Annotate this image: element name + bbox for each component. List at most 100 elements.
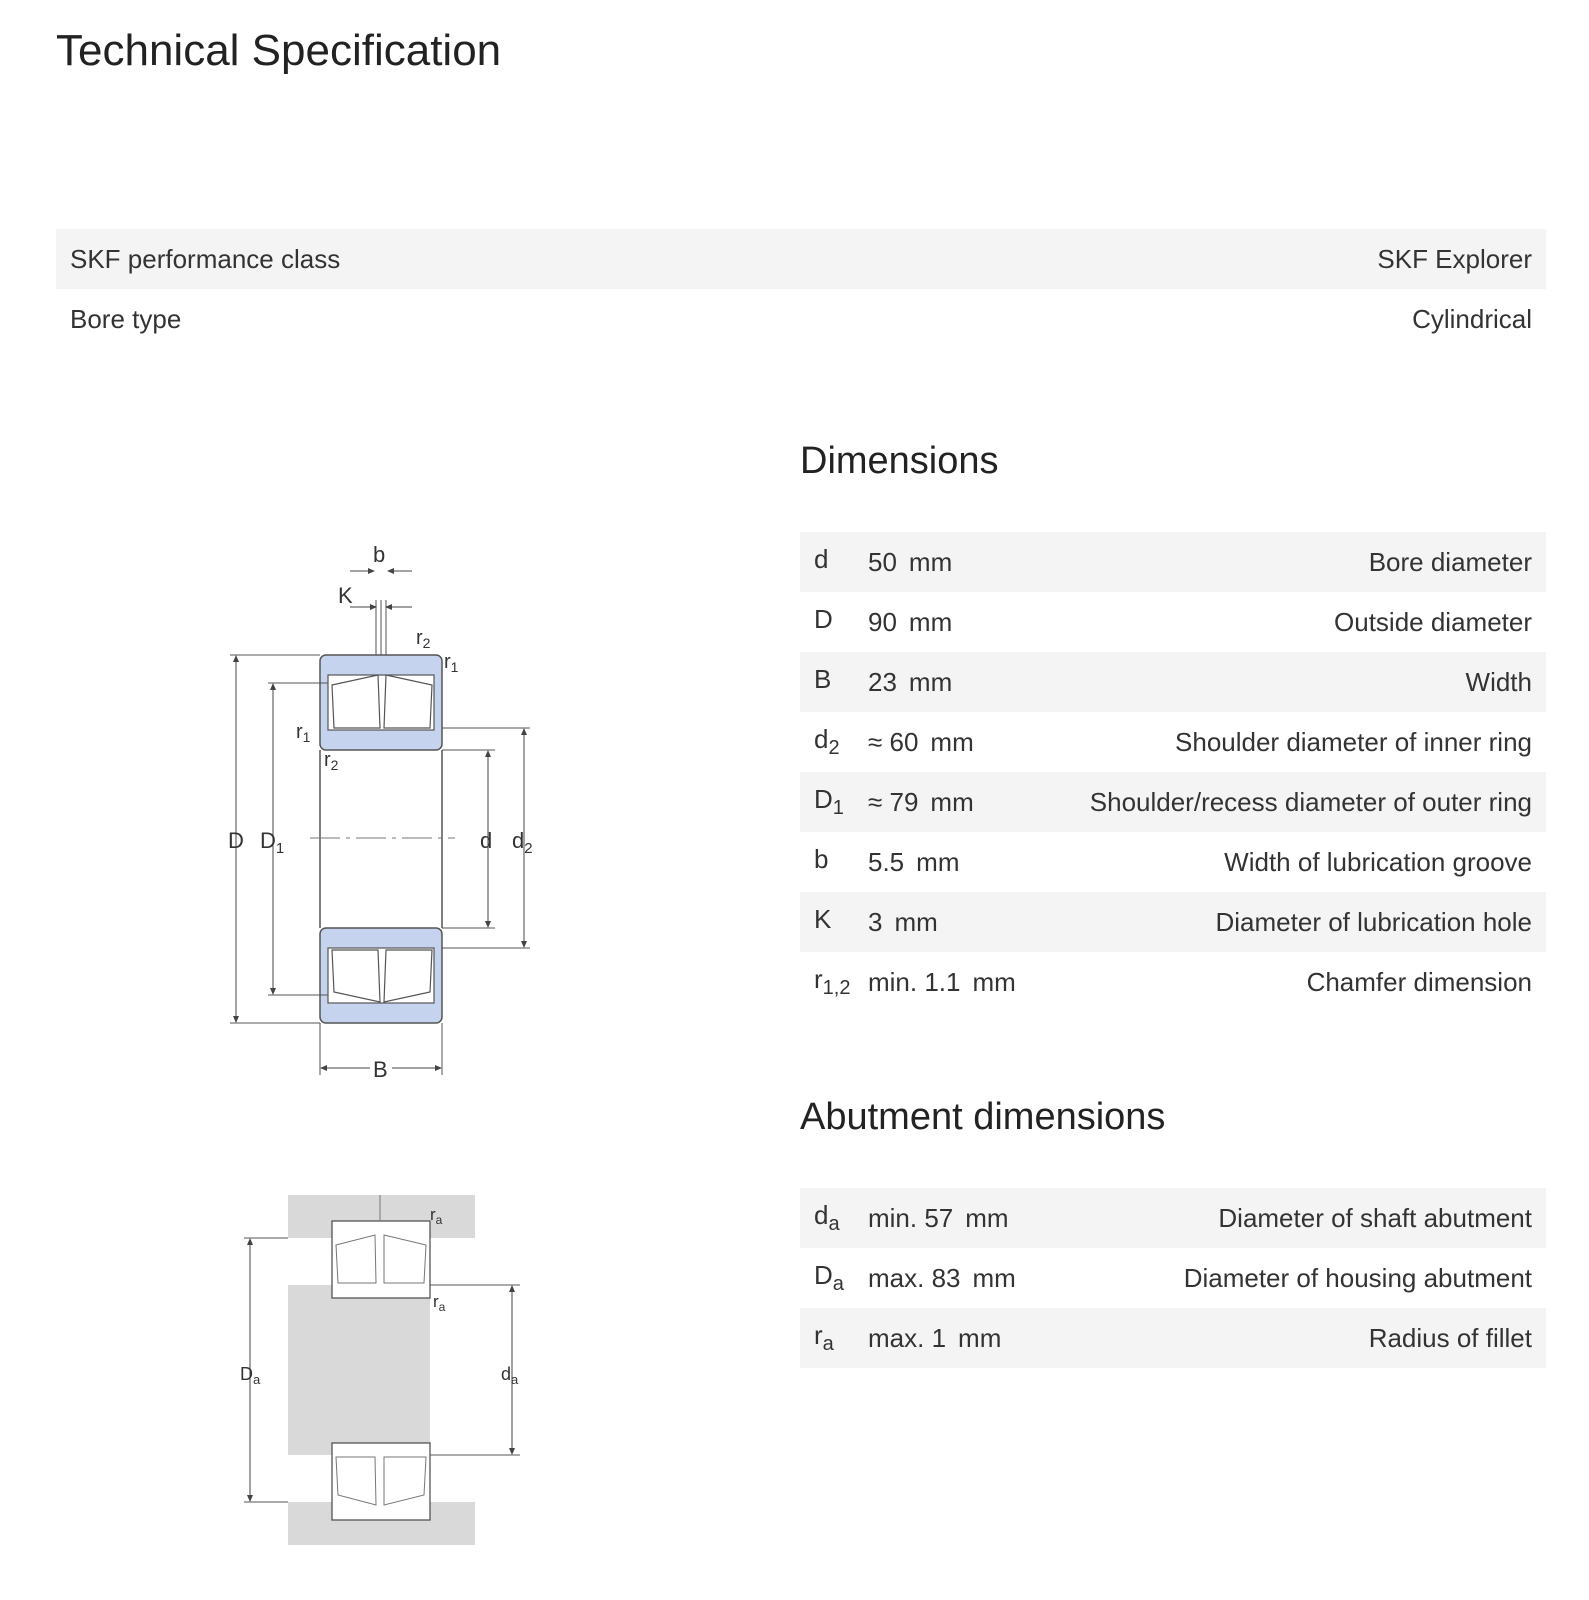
label-r1-top: r	[444, 651, 451, 673]
dimension-description: Outside diameter	[1334, 606, 1532, 637]
abutment-row: da min. 57 mm Diameter of shaft abutment	[800, 1188, 1546, 1248]
dimension-row: r1,2 min. 1.1 mm Chamfer dimension	[800, 952, 1546, 1012]
label-D1-sub: 1	[276, 840, 284, 857]
spec-label: Bore type	[70, 303, 182, 334]
abutment-heading: Abutment dimensions	[800, 1096, 1166, 1138]
bearing-dimension-drawing: D D1 d d2 B b K r2 r1 r1 r2	[228, 542, 533, 1082]
dimension-row: d 50 mm Bore diameter	[800, 532, 1546, 592]
abutment-row: ra max. 1 mm Radius of fillet	[800, 1308, 1546, 1368]
label-r2-top-sub: 2	[423, 635, 431, 651]
dimension-value: min. 1.1	[868, 966, 961, 997]
svg-text:r2: r2	[324, 749, 339, 773]
dimension-value: 50	[868, 546, 897, 577]
svg-text:r1: r1	[296, 721, 311, 745]
dimension-row: d2 ≈ 60 mm Shoulder diameter of inner ri…	[800, 712, 1546, 772]
svg-text:Da: Da	[240, 1364, 261, 1387]
dimension-description: Width of lubrication groove	[1224, 846, 1532, 877]
dimension-description: Shoulder/recess diameter of outer ring	[1089, 786, 1532, 817]
abutment-row: Da max. 83 mm Diameter of housing abutme…	[800, 1248, 1546, 1308]
abutment-unit: mm	[965, 1202, 1009, 1233]
label-D: D	[228, 828, 244, 853]
abutment-description: Radius of fillet	[1368, 1322, 1532, 1353]
dimension-value: 23	[868, 666, 897, 697]
dimension-unit: mm	[930, 786, 974, 817]
abutment-unit: mm	[958, 1322, 1002, 1353]
dimension-unit: mm	[972, 966, 1016, 997]
dimension-value: 3	[868, 906, 883, 937]
dimension-row: D 90 mm Outside diameter	[800, 592, 1546, 652]
label-b: b	[373, 542, 385, 567]
label-ra-shaft-sub: a	[439, 1300, 446, 1314]
abutment-symbol: ra	[814, 1319, 834, 1356]
dimension-row: B 23 mm Width	[800, 652, 1546, 712]
abutment-symbol: Da	[814, 1259, 844, 1296]
abutment-value: min. 57	[868, 1202, 954, 1233]
label-d: d	[480, 828, 492, 853]
dimension-symbol: r1,2	[814, 963, 851, 1000]
dimension-value: ≈ 60	[868, 726, 919, 757]
dimension-unit: mm	[908, 606, 953, 637]
dimension-unit: mm	[908, 666, 953, 697]
dimension-description: Width	[1465, 666, 1532, 697]
label-da: d	[501, 1364, 511, 1384]
svg-text:da: da	[501, 1364, 519, 1387]
label-r2-left: r	[324, 749, 331, 771]
svg-text:d2: d2	[512, 828, 533, 857]
dimension-description: Chamfer dimension	[1306, 966, 1532, 997]
label-r2-top: r	[416, 627, 423, 649]
label-ra-top-sub: a	[436, 1213, 443, 1227]
spec-row-bore-type: Bore type Cylindrical	[56, 289, 1546, 349]
label-B: B	[373, 1057, 388, 1082]
label-D1: D	[260, 828, 276, 853]
dimension-row: D1 ≈ 79 mm Shoulder/recess diameter of o…	[800, 772, 1546, 832]
general-spec-table: SKF performance class SKF Explorer Bore …	[56, 229, 1546, 349]
spec-row-performance-class: SKF performance class SKF Explorer	[56, 229, 1546, 289]
abutment-table: da min. 57 mm Diameter of shaft abutment…	[800, 1188, 1546, 1368]
label-r1-left-sub: 1	[303, 729, 311, 745]
label-da-sub: a	[511, 1372, 519, 1387]
dimension-description: Diameter of lubrication hole	[1215, 906, 1533, 937]
label-Da: D	[240, 1364, 253, 1384]
spec-label: SKF performance class	[70, 243, 341, 274]
label-r1-top-sub: 1	[451, 659, 459, 675]
dimension-symbol: K	[814, 903, 832, 934]
label-r1-left: r	[296, 721, 303, 743]
dimension-value: ≈ 79	[868, 786, 919, 817]
dimension-symbol: b	[814, 843, 829, 874]
dimension-row: K 3 mm Diameter of lubrication hole	[800, 892, 1546, 952]
dimensions-table: d 50 mm Bore diameter D 90 mm Outside di…	[800, 532, 1546, 1012]
abutment-description: Diameter of shaft abutment	[1218, 1202, 1532, 1233]
label-d2: d	[512, 828, 524, 853]
svg-text:r1: r1	[444, 651, 459, 675]
page-title: Technical Specification	[56, 26, 502, 75]
label-ra-top: r	[430, 1205, 436, 1224]
dimension-symbol: d2	[814, 723, 840, 760]
dimension-unit: mm	[930, 726, 974, 757]
dimension-unit: mm	[894, 906, 938, 937]
abutment-dimension-drawing: Da da ra ra	[240, 1195, 520, 1545]
dimension-symbol: B	[814, 663, 832, 694]
spec-value: SKF Explorer	[1377, 243, 1532, 274]
abutment-value: max. 1	[868, 1322, 947, 1353]
svg-text:ra: ra	[430, 1205, 443, 1227]
label-K: K	[338, 583, 353, 608]
spec-value: Cylindrical	[1412, 303, 1532, 334]
dimension-symbol: D1	[814, 783, 844, 820]
dimension-symbol: D	[814, 603, 833, 634]
abutment-symbol: da	[814, 1199, 840, 1236]
dimension-value: 5.5	[868, 846, 905, 877]
dimension-symbol: d	[814, 543, 829, 574]
abutment-unit: mm	[972, 1262, 1016, 1293]
svg-text:r2: r2	[416, 627, 431, 651]
label-ra-shaft: r	[433, 1292, 439, 1311]
dimension-description: Bore diameter	[1368, 546, 1532, 577]
label-r2-left-sub: 2	[331, 757, 339, 773]
abutment-value: max. 83	[868, 1262, 961, 1293]
dimension-description: Shoulder diameter of inner ring	[1175, 726, 1532, 757]
dimension-row: b 5.5 mm Width of lubrication groove	[800, 832, 1546, 892]
svg-text:D1: D1	[260, 828, 284, 857]
dimension-unit: mm	[908, 546, 953, 577]
svg-text:ra: ra	[433, 1292, 446, 1314]
dimension-unit: mm	[916, 846, 960, 877]
dimensions-heading: Dimensions	[800, 440, 999, 482]
